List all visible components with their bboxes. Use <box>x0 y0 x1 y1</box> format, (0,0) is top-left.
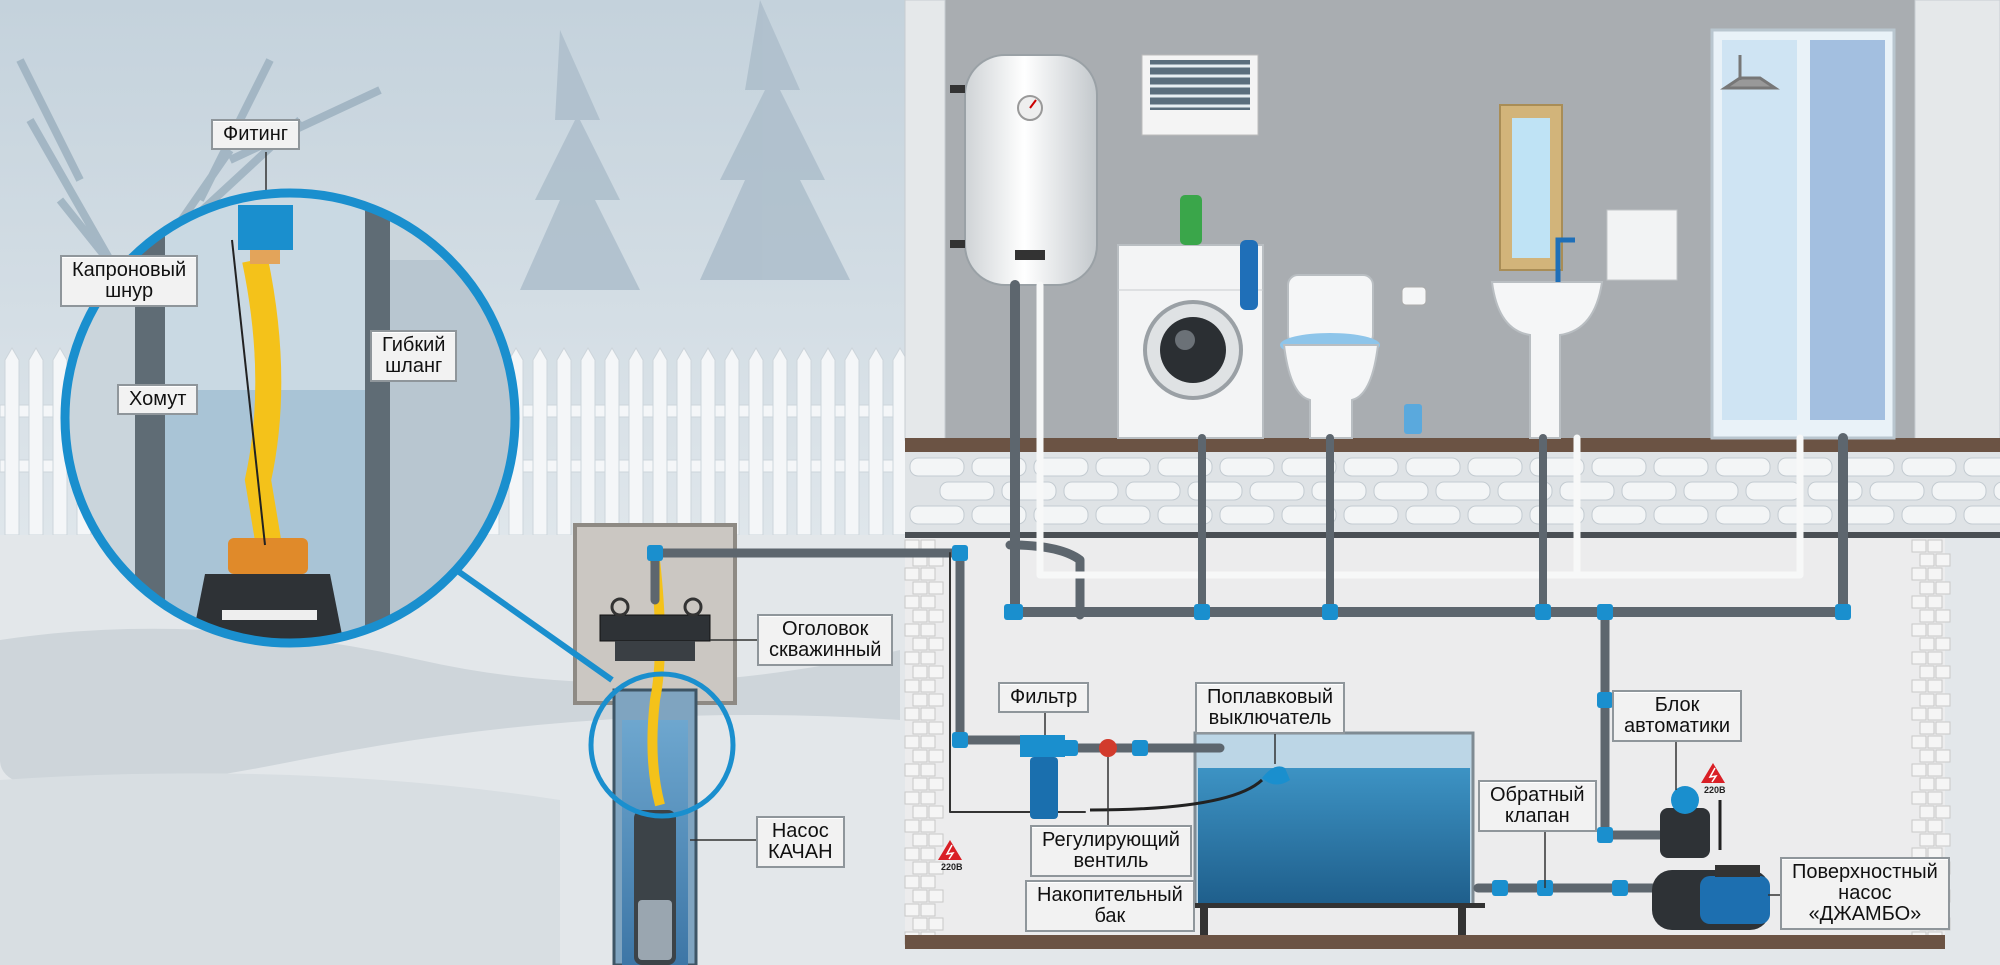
washing-machine <box>1117 195 1264 439</box>
voltage-label: 220В <box>941 862 963 872</box>
water-heater <box>950 54 1098 286</box>
fence-picket <box>820 347 836 536</box>
shower-head-icon <box>1720 55 1780 90</box>
pipe-fitting <box>1597 604 1613 620</box>
label-wellhead: Оголовок скважинный <box>757 614 894 666</box>
submersible-pump <box>634 810 676 965</box>
float-switch <box>1262 766 1290 785</box>
pipe-fitting <box>952 545 968 561</box>
toilet-brush <box>1404 404 1422 434</box>
fence-picket <box>748 347 764 536</box>
pipe-fitting <box>1597 692 1613 708</box>
label-automation-block: Блок автоматики <box>1612 690 1743 742</box>
label-kapron-cord: Капроновый шнур <box>60 255 199 307</box>
label-flexible-hose: Гибкий шланг <box>370 330 458 382</box>
detergent-bottle <box>1180 195 1202 245</box>
label-fitting: Фитинг <box>211 119 301 150</box>
pipe-fittings <box>647 545 1851 896</box>
shelf <box>1606 209 1678 281</box>
fence-picket <box>676 347 692 536</box>
label-surface-pump: Поверхностный насос «ДЖАМБО» <box>1780 857 1950 930</box>
label-filter: Фильтр <box>998 682 1090 713</box>
fence-picket <box>796 347 812 536</box>
window <box>1141 54 1259 136</box>
regulating-valve <box>1099 739 1117 757</box>
pipe-fitting <box>1322 604 1338 620</box>
house-corner <box>1914 0 2000 441</box>
sink <box>1490 209 1678 439</box>
fence-picket <box>844 347 860 536</box>
pipe-fitting <box>1535 604 1551 620</box>
label-pump-kachan: Насос КАЧАН <box>756 816 845 868</box>
fence-picket <box>532 347 548 536</box>
toilet <box>1280 274 1427 439</box>
label-check-valve: Обратный клапан <box>1478 780 1597 832</box>
pipe-fitting <box>1062 740 1078 756</box>
basement-wall-left <box>904 539 944 945</box>
label-clamp: Хомут <box>117 384 199 415</box>
pipe-fitting <box>1835 604 1851 620</box>
electric-hazard-icon <box>938 840 962 860</box>
pipe-fitting <box>1492 880 1508 896</box>
ground-line <box>905 532 2000 538</box>
house-corner <box>904 0 946 441</box>
pipe-fitting <box>1132 740 1148 756</box>
fence-picket <box>4 347 20 536</box>
pipe-fitting <box>1007 604 1023 620</box>
fence-picket <box>28 347 44 536</box>
fence-picket <box>604 347 620 536</box>
shower-cabin <box>1710 28 1896 440</box>
pipe-fitting <box>1194 604 1210 620</box>
zoom-source-ring <box>588 671 736 819</box>
zoom-ring <box>60 188 520 648</box>
automation-block <box>1660 808 1710 858</box>
pipe-fitting <box>1597 827 1613 843</box>
foundation-stones <box>909 457 2000 525</box>
surface-pump <box>1652 786 1770 930</box>
fence-picket <box>772 347 788 536</box>
fence-picket <box>700 347 716 536</box>
mirror <box>1499 104 1563 271</box>
label-float-switch: Поплавковый выключатель <box>1195 682 1346 734</box>
storage-tank <box>1089 731 1485 935</box>
snow-drift <box>0 773 560 965</box>
pipe-fitting <box>1612 880 1628 896</box>
fence-picket <box>868 347 884 536</box>
electric-hazard-icon <box>1701 763 1725 783</box>
voltage-label: 220В <box>1704 785 1726 795</box>
zoom-connector <box>443 559 614 683</box>
wellhead-cap <box>599 597 711 661</box>
pipe-fitting <box>952 732 968 748</box>
flexible-hose-small <box>647 559 665 807</box>
pipe-fitting <box>647 545 663 561</box>
fence-picket <box>628 347 644 536</box>
water-filter <box>1020 735 1065 819</box>
zoom-detail <box>65 193 515 643</box>
toilet-paper <box>1401 286 1427 306</box>
snow-drift <box>0 628 900 790</box>
fence-picket <box>580 347 596 536</box>
label-storage-tank: Накопительный бак <box>1025 880 1195 932</box>
fence-picket <box>724 347 740 536</box>
floor-beam <box>905 438 2000 452</box>
basement-floor <box>905 935 1945 949</box>
fence-picket <box>556 347 572 536</box>
fence-picket <box>652 347 668 536</box>
label-regulating-valve: Регулирующий вентиль <box>1030 825 1192 877</box>
